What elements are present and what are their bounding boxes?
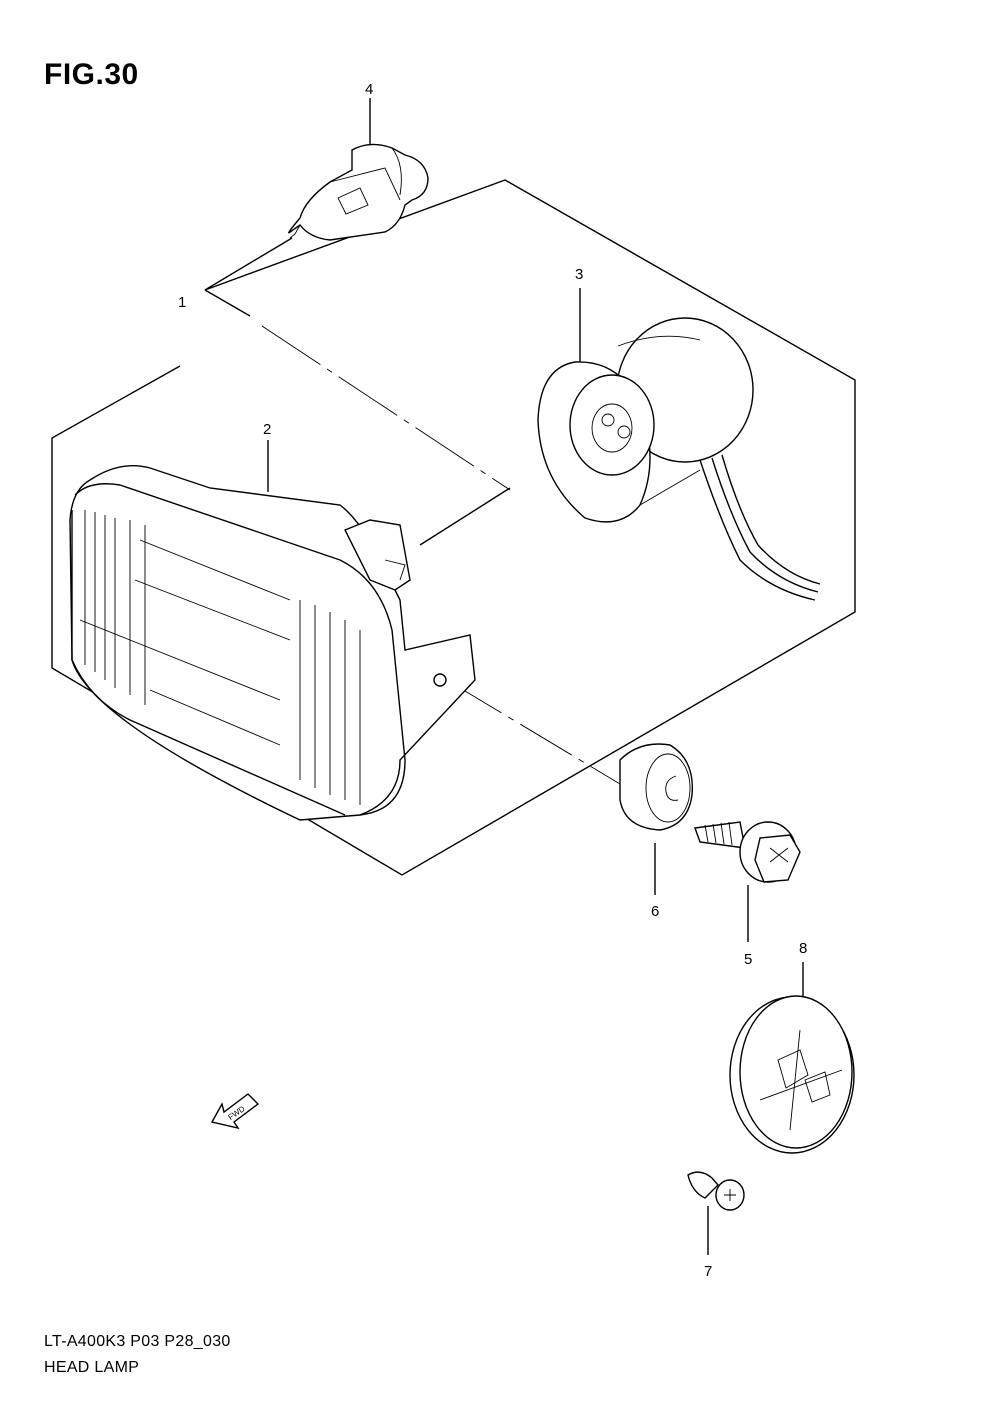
grommet-part[interactable] (619, 743, 694, 895)
callout-5: 5 (744, 951, 752, 968)
cover-cap-part[interactable] (729, 962, 855, 1154)
callout-1: 1 (178, 294, 186, 311)
callout-4: 4 (365, 81, 373, 98)
socket-part[interactable] (537, 288, 821, 601)
callout-3: 3 (575, 266, 583, 283)
callout-6: 6 (651, 903, 659, 920)
callout-8: 8 (799, 940, 807, 957)
forward-arrow-icon: FWD (210, 1093, 260, 1130)
callout-7: 7 (704, 1263, 712, 1280)
bulb-part[interactable] (288, 98, 429, 241)
callout-2: 2 (263, 421, 271, 438)
diagram-code: LT-A400K3 P03 P28_030 (44, 1333, 231, 1350)
figure-title: FIG.30 (44, 58, 139, 91)
headlamp-part[interactable] (69, 440, 476, 821)
screw-part[interactable] (687, 1171, 745, 1255)
diagram-name: HEAD LAMP (44, 1359, 140, 1376)
assembly-outline (51, 179, 856, 876)
bolt-part[interactable] (694, 821, 801, 942)
